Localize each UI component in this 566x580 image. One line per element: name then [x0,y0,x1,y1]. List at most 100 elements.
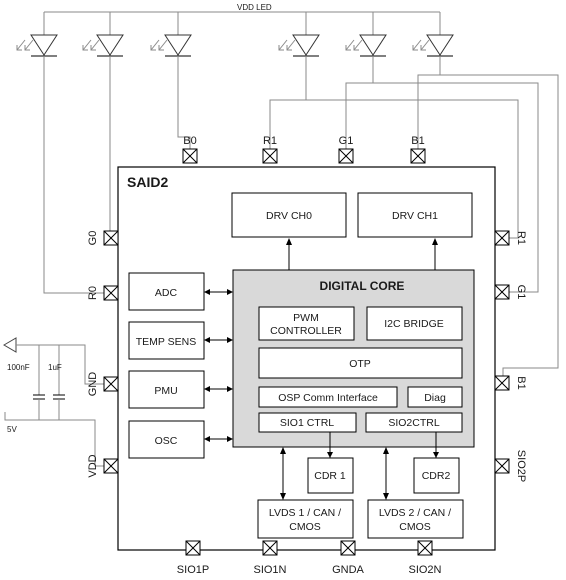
pmu-block [128,370,205,409]
pin-bottom-sio1p [185,540,201,556]
pin-label-b1-right: B1 [515,376,527,389]
otp-label: OTP [349,358,371,370]
cdr1-block [307,457,354,494]
arrow-down-icon [327,452,333,458]
vdd-led-rail [43,11,441,35]
cap-1uf-label: 1uF [48,363,62,372]
arrow-up-icon [286,238,292,245]
arrow-right-icon [227,289,233,295]
core-to-drv-arrows [286,238,438,270]
diag-block [407,386,463,408]
pin-label-b0: B0 [183,135,196,147]
arrow-left-icon [204,386,210,392]
pwm-label-line2: CONTROLLER [270,325,342,337]
pin-label-b1-top: B1 [411,135,424,147]
pwm-label-line1: PWM [293,312,319,324]
arrow-down-icon [433,452,439,458]
drv-ch0-label: DRV CH0 [266,210,312,222]
adc-label: ADC [155,287,178,299]
arrow-up-icon [383,447,389,454]
osc-label: OSC [155,435,178,447]
arrow-left-icon [204,436,210,442]
led-diode-5 [345,34,387,57]
pin-label-sio2p: SIO2P [515,450,527,482]
led-diode-2 [82,34,124,57]
pin-label-r1-top: R1 [263,135,277,147]
supply-5v-label: 5V [7,425,17,434]
sio-data-arrows [280,432,439,500]
osc-block [128,420,205,459]
pin-right-r1 [494,230,510,246]
chip-name: SAID2 [127,174,168,190]
pin-label-gnda: GNDA [332,564,364,576]
pin-left-vdd [103,458,119,474]
pin-label-sio1n: SIO1N [253,564,286,576]
pwm-controller-block [258,306,355,341]
pin-label-r0: R0 [87,286,99,300]
led-routing-wires [43,56,559,383]
pin-top-b0 [182,148,198,164]
pin-right-b1 [494,375,510,391]
pin-label-gnd: GND [87,372,99,397]
arrow-left-icon [204,337,210,343]
osp-comm-block [258,386,398,408]
pmu-label: PMU [154,385,177,397]
diag-label: Diag [424,392,446,404]
arrow-down-icon [383,493,389,500]
osp-comm-label: OSP Comm Interface [278,392,378,404]
led-diode-3 [150,34,192,57]
pin-bottom-sio1n [262,540,278,556]
arrow-right-icon [227,436,233,442]
temp-sens-block [128,321,205,360]
otp-block [258,347,463,379]
supply-arrow-icon [3,337,17,353]
sio1-ctrl-block [258,412,357,433]
pin-label-g1-right: G1 [515,285,527,300]
pin-right-g1 [494,284,510,300]
sio1-ctrl-label: SIO1 CTRL [280,417,334,429]
drv-ch1-block [357,192,473,238]
i2c-bridge-label: I2C BRIDGE [384,318,444,330]
cdr2-block [413,457,460,494]
cdr2-label: CDR2 [422,470,451,482]
led-diode-1 [16,34,58,57]
arrow-right-icon [227,386,233,392]
arrow-up-icon [280,447,286,454]
led-diode-4 [278,34,320,57]
lvds1-label-line1: LVDS 1 / CAN / [269,507,341,519]
arrow-left-icon [204,289,210,295]
pin-label-g1-top: G1 [339,135,354,147]
cap-100nf-label: 100nF [7,363,30,372]
digital-core-label: DIGITAL CORE [320,279,405,293]
pin-label-r1-right: R1 [515,231,527,245]
i2c-bridge-block [366,306,463,341]
pin-left-g0 [103,230,119,246]
lvds2-label-line2: CMOS [399,521,431,533]
pin-label-g0: G0 [87,231,99,246]
arrow-down-icon [280,493,286,500]
vdd-led-label: VDD LED [237,3,272,12]
pin-label-vdd: VDD [87,454,99,477]
lvds2-block [367,499,464,539]
pin-bottom-gnda [340,540,356,556]
pin-left-r0 [103,285,119,301]
decoupling-network [3,337,110,467]
led-diode-6 [412,34,454,57]
arrow-up-icon [432,238,438,245]
lvds1-block [257,499,354,539]
sio2-ctrl-block [365,412,463,433]
pin-top-b1 [410,148,426,164]
pin-left-gnd [103,376,119,392]
pin-right-sio2p [494,458,510,474]
adc-block [128,272,205,311]
left-block-arrows [204,289,233,442]
pin-label-sio1p: SIO1P [177,564,209,576]
sio2-ctrl-label: SIO2CTRL [388,417,440,429]
arrow-right-icon [227,337,233,343]
lvds2-label-line1: LVDS 2 / CAN / [379,507,451,519]
pin-bottom-sio2n [417,540,433,556]
pin-top-g1 [338,148,354,164]
pin-top-r1 [262,148,278,164]
lvds1-label-line2: CMOS [289,521,321,533]
